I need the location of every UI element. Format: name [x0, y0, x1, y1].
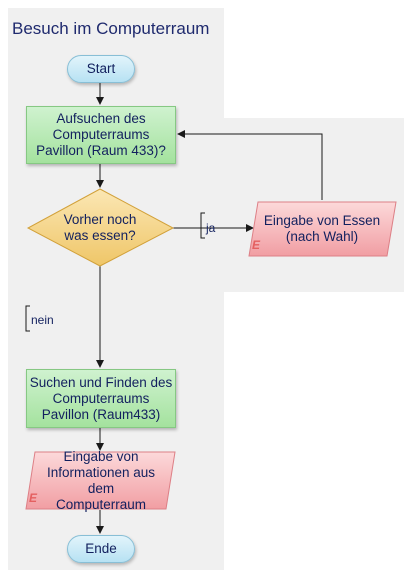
nein-bracket	[25, 305, 30, 332]
diagram-title: Besuch im Computerraum	[12, 19, 210, 38]
edge-label-nein: nein	[31, 313, 54, 327]
end-label: Ende	[85, 541, 117, 556]
start-label: Start	[86, 61, 116, 76]
input-essen-label-box: Eingabe von Essen (nach Wahl)	[260, 206, 384, 252]
process-aufsuchen-label: Aufsuchen des Computerraums Pavillon (Ra…	[36, 111, 166, 158]
process-suchen-label: Suchen und Finden des Computerraums Pavi…	[29, 374, 173, 422]
input-essen-label: Eingabe von Essen (nach Wahl)	[263, 213, 381, 244]
process-aufsuchen: Aufsuchen des Computerraums Pavillon (Ra…	[26, 106, 176, 164]
input-essen-shape	[248, 201, 397, 257]
input-info-label: Eingabe von Informationen aus dem Comput…	[46, 449, 156, 512]
decision-diamond	[26, 188, 175, 267]
edge-label-ja: ja	[206, 221, 216, 235]
start-node: Start	[67, 55, 135, 83]
decision-label: Vorher noch was essen?	[63, 212, 137, 243]
edge-essen-loop-back	[177, 130, 323, 200]
input-info-shape	[25, 451, 176, 510]
ja-bracket	[200, 212, 205, 239]
input-essen-marker: E	[252, 238, 261, 252]
end-node: Ende	[67, 535, 135, 563]
input-info-marker: E	[29, 491, 38, 505]
input-info-label-box: Eingabe von Informationen aus dem Comput…	[40, 449, 162, 512]
decision-label-box: Vorher noch was essen?	[52, 209, 148, 247]
process-suchen: Suchen und Finden des Computerraums Pavi…	[26, 369, 176, 428]
